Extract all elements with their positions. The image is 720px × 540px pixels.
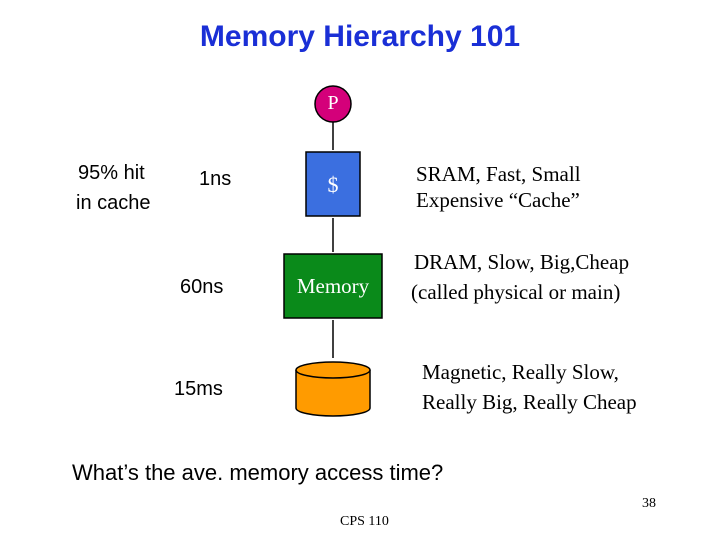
memory-desc-line1: DRAM, Slow, Big,Cheap (414, 250, 630, 274)
memory-desc-line2: (called physical or main) (411, 280, 621, 304)
hit-rate-line2: in cache (76, 192, 151, 214)
cache-desc-line2: Expensive “Cache” (416, 188, 580, 212)
memory-label: Memory (296, 274, 370, 298)
disk-desc-line2: Really Big, Really Cheap (422, 390, 637, 414)
cache-label: $ (327, 172, 339, 197)
processor-label: P (327, 92, 339, 114)
cache-box (305, 151, 361, 217)
processor-node (314, 85, 352, 123)
disk-icon (295, 361, 371, 417)
memory-latency: 60ns (180, 276, 224, 298)
slide-number: 38 (642, 496, 656, 511)
cache-latency: 1ns (199, 168, 232, 190)
cache-desc-line1: SRAM, Fast, Small (416, 162, 581, 186)
disk-latency: 15ms (174, 378, 223, 400)
slide-title: Memory Hierarchy 101 (199, 20, 521, 53)
question-text: What’s the ave. memory access time? (72, 460, 444, 485)
disk-desc-line1: Magnetic, Really Slow, (422, 360, 619, 384)
memory-box (283, 253, 383, 319)
hit-rate-line1: 95% hit (78, 162, 145, 184)
course-footer: CPS 110 (340, 514, 389, 529)
